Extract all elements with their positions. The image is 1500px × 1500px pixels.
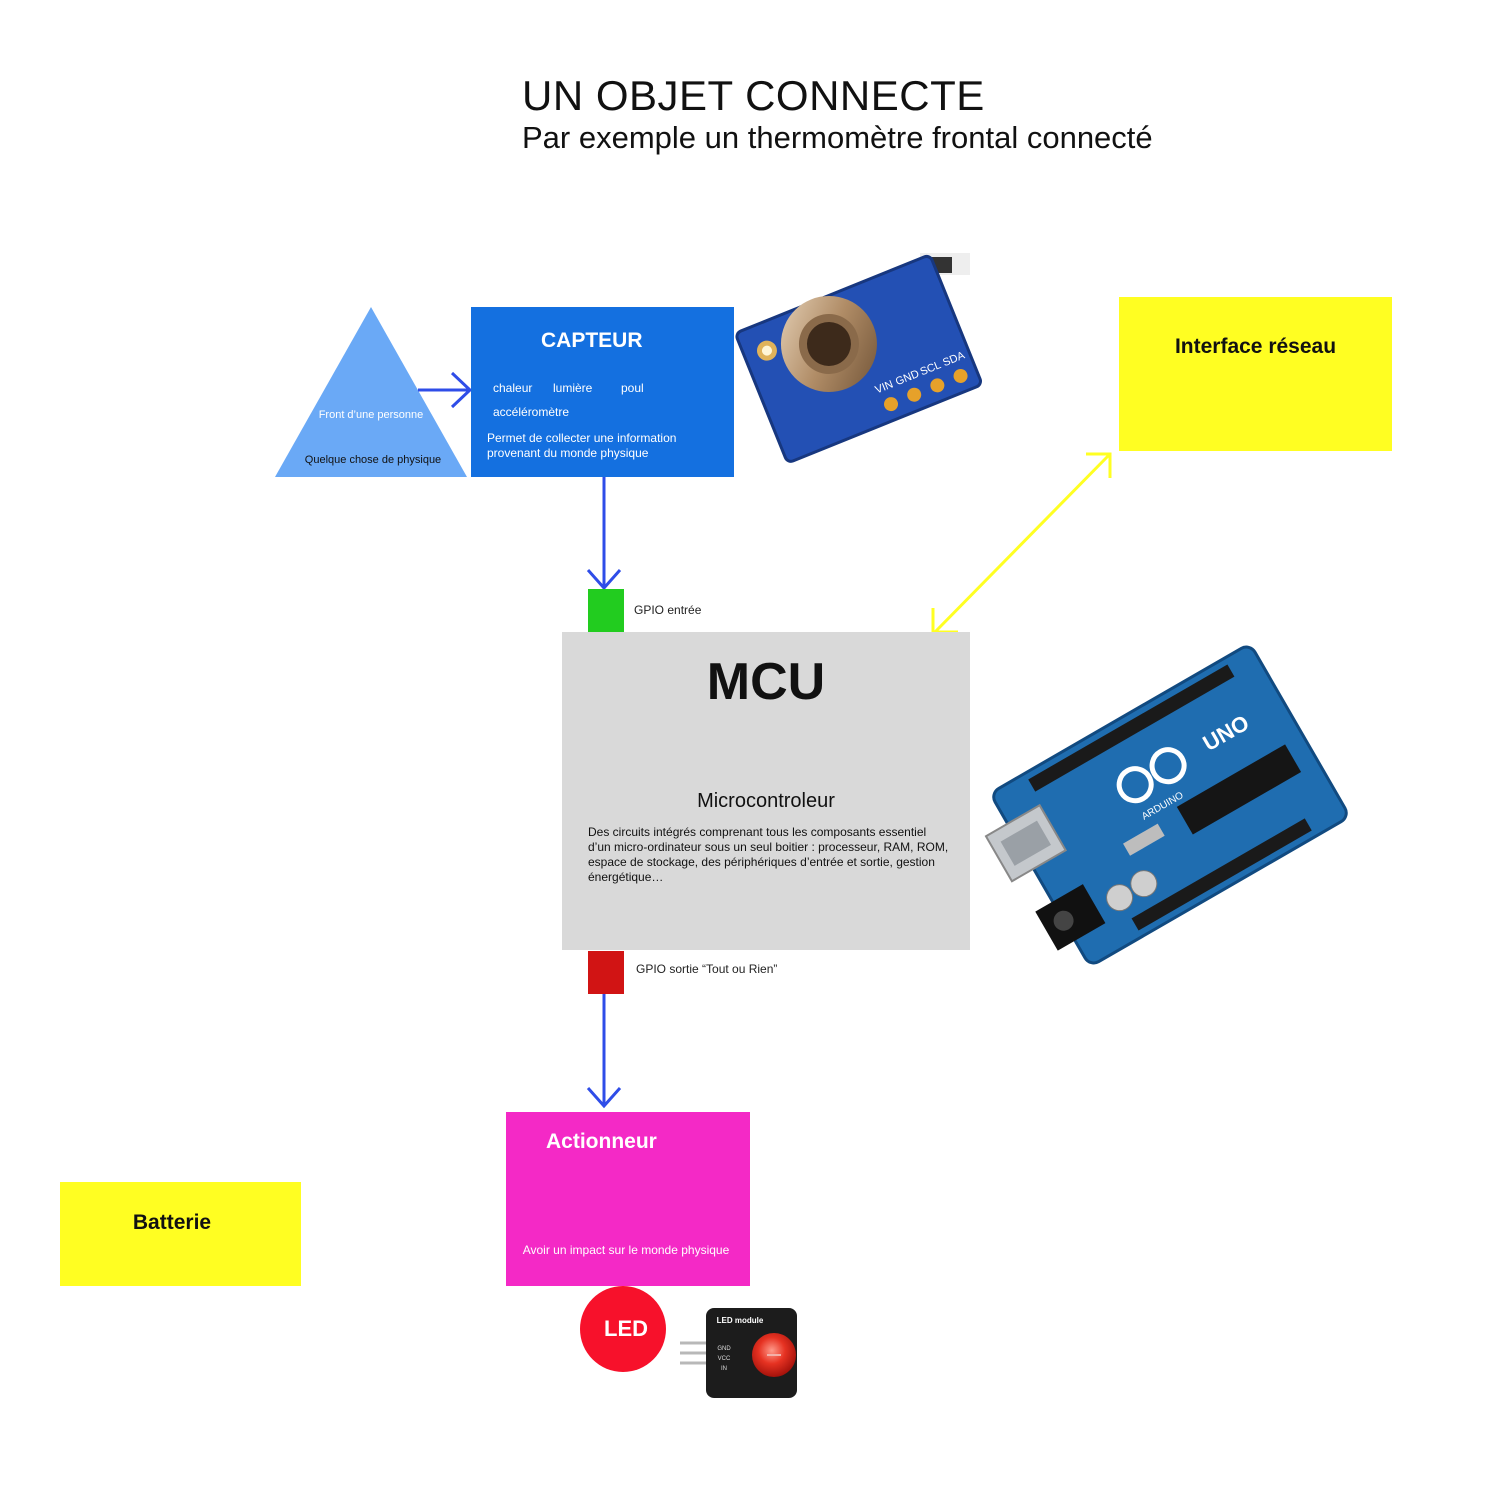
capteur-tag-accelerometre: accéléromètre bbox=[493, 405, 570, 419]
mcu-box: MCU Microcontroleur Des circuits intégré… bbox=[562, 632, 970, 950]
led-module-image: LED module GND VCC IN bbox=[680, 1308, 797, 1398]
mcu-description: Des circuits intégrés comprenant tous le… bbox=[588, 825, 949, 884]
capteur-box: CAPTEUR chaleur lumière poul accéléromèt… bbox=[471, 307, 734, 477]
arduino-board-image: UNO ARDUINO bbox=[984, 645, 1348, 965]
temperature-sensor-image: VIN GND SCL SDA bbox=[735, 253, 982, 463]
gpio-input-label: GPIO entrée bbox=[634, 603, 702, 617]
capteur-tag-poul: poul bbox=[621, 381, 644, 395]
led-module-pin-label: VCC bbox=[718, 1356, 731, 1362]
capteur-tag-chaleur: chaleur bbox=[493, 381, 533, 395]
actionneur-description: Avoir un impact sur le monde physique bbox=[522, 1243, 730, 1257]
actionneur-title: Actionneur bbox=[546, 1130, 657, 1153]
actionneur-box: Actionneur Avoir un impact sur le monde … bbox=[506, 1112, 750, 1286]
led-circle: LED bbox=[580, 1286, 666, 1372]
batterie-box: Batterie bbox=[60, 1182, 301, 1286]
gpio-input-pin bbox=[588, 589, 624, 632]
led-label: LED bbox=[604, 1316, 648, 1341]
led-module-pin-label: GND bbox=[717, 1346, 731, 1352]
page-title: UN OBJET CONNECTE bbox=[522, 72, 985, 119]
interface-reseau-box: Interface réseau bbox=[1119, 297, 1392, 451]
mcu-title: MCU bbox=[706, 653, 826, 711]
led-module-label: LED module bbox=[717, 1316, 764, 1325]
mcu-subtitle: Microcontroleur bbox=[697, 790, 835, 812]
physique-front-label: Front d’une personne bbox=[318, 409, 424, 421]
gpio-output-pin bbox=[588, 951, 624, 994]
capteur-description: Permet de collecter une information prov… bbox=[487, 431, 677, 460]
arrow-capteur-to-gpio-in bbox=[586, 477, 622, 591]
arrow-gpio-out-to-actionneur bbox=[586, 994, 622, 1109]
capteur-title: CAPTEUR bbox=[541, 329, 643, 352]
batterie-title: Batterie bbox=[132, 1211, 212, 1234]
interface-reseau-title: Interface réseau bbox=[1174, 335, 1337, 358]
led-module-pin-label: IN bbox=[721, 1366, 727, 1372]
physique-label: Quelque chose de physique bbox=[304, 454, 442, 466]
arrow-mcu-interface bbox=[931, 452, 1112, 634]
gpio-output-label: GPIO sortie “Tout ou Rien” bbox=[636, 962, 778, 976]
page-subtitle: Par exemple un thermomètre frontal conne… bbox=[522, 120, 1153, 155]
arrow-physique-to-capteur bbox=[418, 371, 473, 409]
capteur-tag-lumiere: lumière bbox=[553, 381, 593, 395]
physical-world-triangle bbox=[275, 307, 467, 477]
